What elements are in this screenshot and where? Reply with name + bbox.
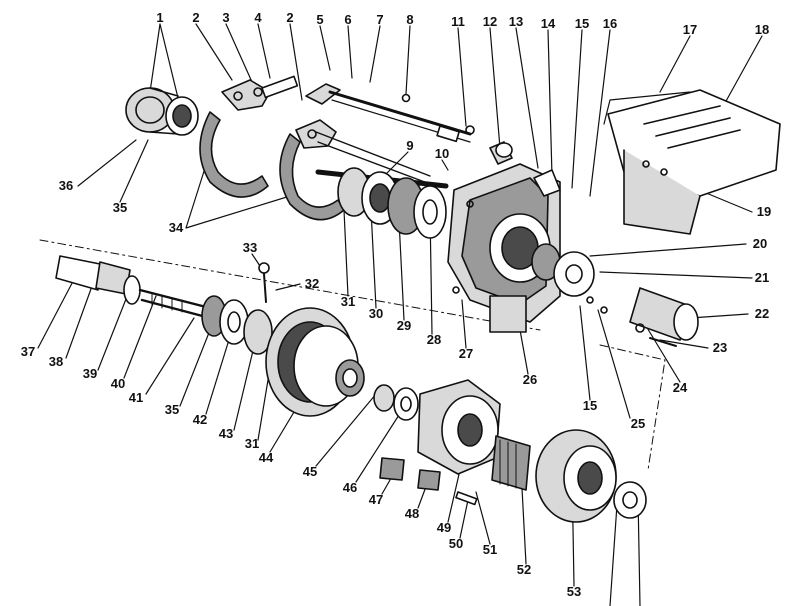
callout-15a: 15 [574, 16, 590, 31]
callout-33: 33 [242, 240, 258, 255]
bushing-12 [489, 141, 513, 165]
callout-49: 49 [436, 520, 452, 535]
callout-51: 51 [482, 542, 498, 557]
callout-11: 11 [451, 14, 465, 29]
ring-gear-44 [265, 307, 365, 417]
callout-17: 17 [682, 22, 698, 37]
callout-27: 27 [458, 346, 474, 361]
callout-8: 8 [406, 12, 414, 27]
callout-25: 25 [630, 416, 646, 431]
flange-20 [531, 243, 608, 314]
callout-6: 6 [344, 12, 352, 27]
callout-52: 52 [516, 562, 532, 577]
callout-1a: 1 [156, 10, 164, 25]
callout-50: 50 [448, 536, 464, 551]
callout-43: 43 [218, 426, 234, 441]
assembly-axis [39, 239, 666, 471]
drum-53 [535, 429, 647, 523]
callout-19: 19 [756, 204, 772, 219]
callout-20: 20 [752, 236, 768, 251]
callout-44: 44 [258, 450, 274, 465]
callout-9: 9 [406, 138, 414, 153]
callout-5: 5 [316, 12, 324, 27]
callout-39: 39 [82, 366, 98, 381]
callout-37: 37 [20, 344, 36, 359]
callout-10: 10 [434, 146, 450, 161]
callout-41: 41 [128, 390, 144, 405]
callout-16: 16 [602, 16, 618, 31]
sun-gear-52 [491, 435, 531, 491]
callout-4: 4 [254, 10, 262, 25]
callout-35b: 35 [164, 402, 180, 417]
shaft-40 [55, 255, 212, 320]
callout-38: 38 [48, 354, 64, 369]
callout-29: 29 [396, 318, 412, 333]
callout-31a: 31 [340, 294, 356, 309]
rod-assembly-7 [305, 83, 475, 185]
callout-35a: 35 [112, 200, 128, 215]
callout-21: 21 [754, 270, 770, 285]
callout-2a: 2 [192, 10, 200, 25]
brake-band-front [199, 75, 299, 198]
shaft-9-stack [315, 167, 449, 239]
bearing-46 [373, 384, 419, 421]
callout-12: 12 [482, 14, 498, 29]
callout-46: 46 [342, 480, 358, 495]
carrier-49 [379, 379, 501, 506]
callout-47: 47 [368, 492, 384, 507]
callout-26: 26 [522, 372, 538, 387]
callout-48: 48 [404, 506, 420, 521]
callout-15b: 15 [582, 398, 598, 413]
callout-24: 24 [672, 380, 688, 395]
callout-40: 40 [110, 376, 126, 391]
callout-2b: 2 [286, 10, 294, 25]
callout-28: 28 [426, 332, 442, 347]
callout-32: 32 [304, 276, 320, 291]
callout-3: 3 [222, 10, 230, 25]
bearing-36 [125, 87, 199, 136]
brake-band-rear [279, 119, 345, 221]
callout-23: 23 [712, 340, 728, 355]
callout-7: 7 [376, 12, 384, 27]
callout-45: 45 [302, 464, 318, 479]
callout-22: 22 [754, 306, 770, 321]
callout-14: 14 [540, 16, 556, 31]
cover-18 [603, 89, 781, 235]
callout-18: 18 [754, 22, 770, 37]
gear-stack-41-43 [201, 295, 273, 355]
callout-42: 42 [192, 412, 208, 427]
cylinder-22 [629, 287, 699, 347]
bolt-32 [258, 262, 270, 303]
callout-36: 36 [58, 178, 74, 193]
callout-13: 13 [508, 14, 524, 29]
callout-30: 30 [368, 306, 384, 321]
callout-31b: 31 [244, 436, 260, 451]
callout-34: 34 [168, 220, 184, 235]
callout-53: 53 [566, 584, 582, 599]
